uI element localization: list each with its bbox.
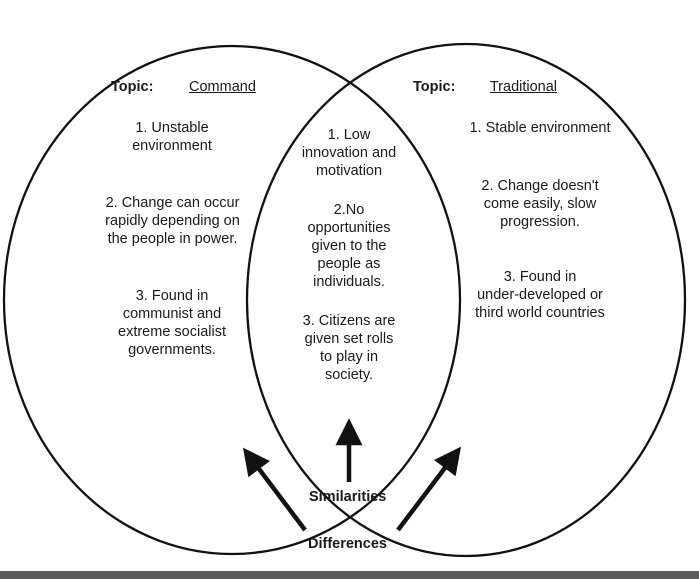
left-topic: Topic: Command: [111, 78, 287, 96]
arrow-right: [396, 446, 462, 532]
right-item-3: 3. Found in under-developed or third wor…: [475, 269, 605, 321]
overlap-item-3: 3. Citizens are given set rolls to play …: [302, 313, 396, 383]
bottom-bar: [0, 571, 699, 579]
left-item-1: 1. Unstable environment: [132, 120, 212, 154]
arrow-left: [242, 447, 307, 532]
left-topic-value: Command: [189, 79, 256, 95]
left-circle: [2, 44, 462, 556]
left-item-2: 2. Change can occur rapidly depending on…: [105, 195, 240, 247]
right-item-2: 2. Change doesn't come easily, slow prog…: [481, 178, 599, 230]
right-topic-value: Traditional: [489, 79, 558, 95]
left-item-3: 3. Found in communist and extreme social…: [118, 288, 226, 358]
right-circle: [245, 42, 687, 558]
left-topic-label: Topic:: [111, 79, 154, 95]
overlap-item-2: 2.No opportunities given to the people a…: [307, 202, 391, 290]
right-topic-label: Topic:: [413, 79, 456, 95]
differences-label: Differences: [308, 536, 387, 552]
right-item-1: 1. Stable environment: [469, 120, 611, 136]
right-topic: Topic: Traditional: [413, 78, 587, 96]
overlap-item-1: 1. Low innovation and motivation: [301, 127, 397, 179]
similarities-label: Similarities: [309, 489, 387, 505]
